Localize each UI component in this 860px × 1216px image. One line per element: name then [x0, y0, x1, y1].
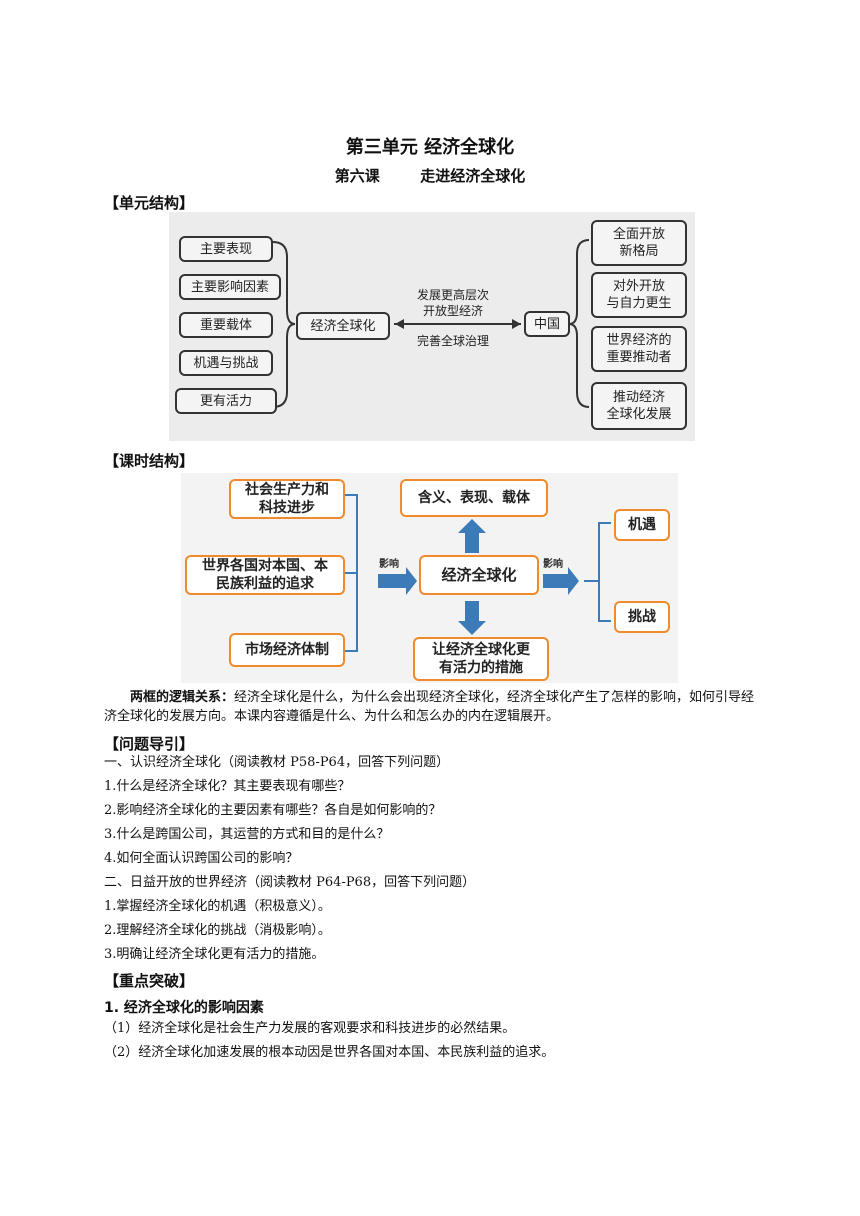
unit-right-item-2-line-1: 对外开放 [612, 279, 665, 294]
key-item-2: （2）经济全球化加速发展的根本动因是世界各国对本国、本民族利益的追求。 [104, 1045, 555, 1060]
question-part-2: 二、日益开放的世界经济（阅读教材 P64-P68，回答下列问题） [104, 875, 476, 890]
unit-right-item-1: 全面开放新格局 [591, 220, 687, 266]
unit-left-item-5: 更有活力 [175, 388, 277, 414]
unit-right-item-4-line-2: 全球化发展 [606, 407, 672, 422]
question-7: 3.明确让经济全球化更有活力的措施。 [104, 947, 325, 962]
key-item-1: （1）经济全球化是社会生产力发展的客观要求和科技进步的必然结果。 [104, 1021, 516, 1036]
unit-right-item-2-line-2: 与自力更生 [606, 296, 672, 311]
unit-right-item-2: 对外开放与自力更生 [591, 272, 687, 318]
unit-right-item-4: 推动经济全球化发展 [591, 382, 687, 430]
unit-center-node: 经济全球化 [296, 312, 390, 340]
question-5: 1.掌握经济全球化的机遇（积极意义）。 [104, 899, 331, 914]
lesson-bottom-node-line-1: 让经济全球化更 [432, 642, 530, 658]
unit-left-item-3: 重要载体 [179, 312, 273, 338]
lesson-title: 第六课 走进经济全球化 [0, 165, 860, 186]
lesson-top-node: 含义、表现、载体 [400, 479, 548, 517]
arrow-label-top-2: 开放型经济 [423, 304, 484, 318]
unit-right-item-4-line-1: 推动经济 [612, 390, 665, 405]
lesson-number: 第六课 [334, 167, 380, 185]
lesson-factor-market: 市场经济体制 [229, 633, 345, 667]
lesson-bottom-node-line-2: 有活力的措施 [439, 660, 523, 676]
unit-right-item-1-line-1: 全面开放 [612, 227, 665, 242]
lesson-factor-productivity-line-2: 科技进步 [259, 500, 315, 516]
influence-label-left: 影响 [379, 559, 399, 570]
unit-structure-diagram: 主要表现 主要影响因素 重要载体 机遇与挑战 更有活力 经济全球化 发展更高层次… [169, 212, 695, 441]
logic-text: 经济全球化是什么，为什么会出现经济全球化，经济全球化产生了怎样的影响，如何引导经… [104, 690, 755, 724]
unit-right-item-3-line-1: 世界经济的 [606, 333, 672, 348]
question-1: 1.什么是经济全球化？其主要表现有哪些？ [104, 779, 351, 794]
lesson-challenge-node: 挑战 [614, 601, 670, 633]
lesson-factor-interests-line-2: 民族利益的追求 [216, 576, 314, 592]
unit-right-item-3-line-2: 重要推动者 [606, 350, 672, 365]
influence-label-right: 影响 [543, 559, 563, 570]
unit-left-item-4: 机遇与挑战 [179, 350, 273, 376]
lesson-factor-productivity: 社会生产力和科技进步 [229, 479, 345, 519]
section-key-points: 【重点突破】 [104, 972, 195, 990]
lesson-factor-interests-line-1: 世界各国对本国、本 [202, 558, 328, 574]
question-6: 2.理解经济全球化的挑战（消极影响）。 [104, 923, 331, 938]
arrow-label-bottom: 完善全球治理 [417, 334, 490, 348]
lesson-diagram-lines [345, 494, 611, 652]
lesson-opportunity-node: 机遇 [614, 509, 670, 541]
logic-paragraph: 两框的逻辑关系：经济全球化是什么，为什么会出现经济全球化，经济全球化产生了怎样的… [104, 688, 764, 726]
unit-left-item-2: 主要影响因素 [179, 274, 281, 300]
question-2: 2.影响经济全球化的主要因素有哪些？各自是如何影响的？ [104, 803, 442, 818]
logic-label: 两框的逻辑关系： [130, 690, 235, 705]
unit-china-node: 中国 [524, 311, 570, 337]
lesson-name: 走进经济全球化 [420, 167, 526, 185]
question-4: 4.如何全面认识跨国公司的影响？ [104, 851, 299, 866]
section-lesson-structure: 【课时结构】 [104, 452, 195, 470]
lesson-factor-productivity-line-1: 社会生产力和 [245, 482, 329, 498]
unit-left-item-1: 主要表现 [179, 236, 273, 262]
unit-right-item-3: 世界经济的重要推动者 [591, 326, 687, 372]
lesson-bottom-node: 让经济全球化更有活力的措施 [413, 637, 549, 681]
section-unit-structure: 【单元结构】 [104, 194, 195, 212]
unit-title: 第三单元 经济全球化 [345, 137, 515, 158]
section-question-guide: 【问题导引】 [104, 735, 195, 753]
unit-right-item-1-line-2: 新格局 [619, 244, 659, 259]
question-3: 3.什么是跨国公司，其运营的方式和目的是什么？ [104, 827, 390, 842]
lesson-factor-interests: 世界各国对本国、本民族利益的追求 [185, 555, 345, 595]
lesson-center-node: 经济全球化 [419, 555, 539, 595]
key-heading: 1. 经济全球化的影响因素 [104, 1000, 264, 1016]
arrow-label-top-1: 发展更高层次 [417, 288, 490, 302]
lesson-structure-diagram: 社会生产力和科技进步 世界各国对本国、本民族利益的追求 市场经济体制 影响 含义… [181, 473, 678, 683]
question-part-1: 一、认识经济全球化（阅读教材 P58-P64，回答下列问题） [104, 755, 450, 770]
